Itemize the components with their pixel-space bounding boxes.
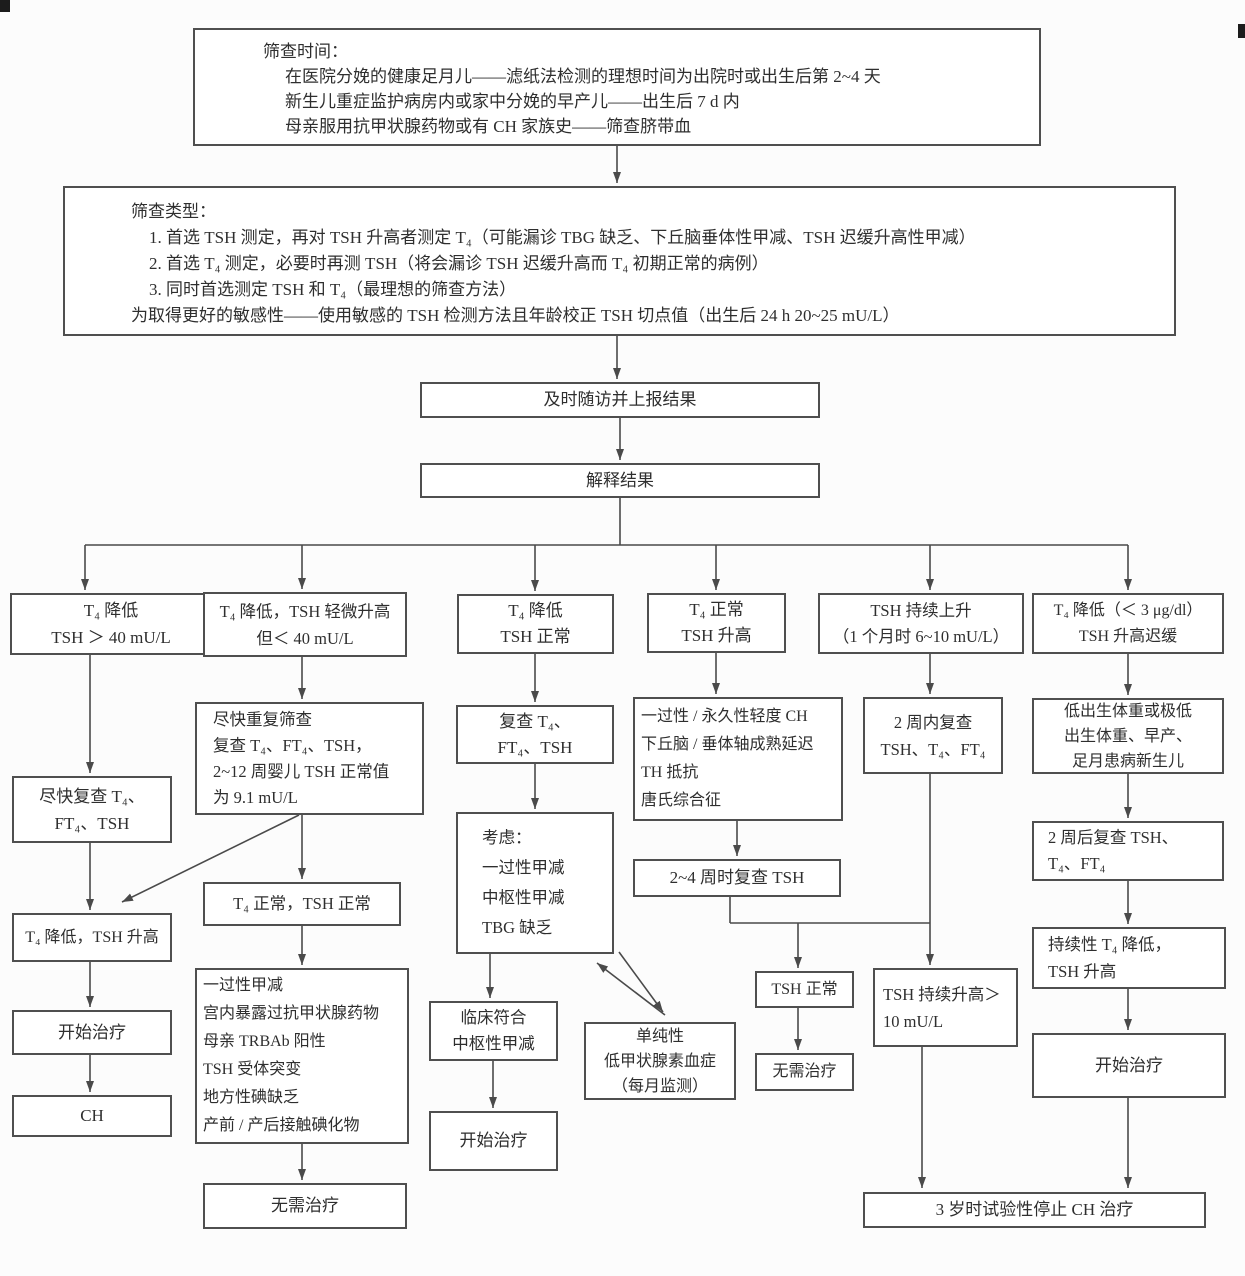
box-b4-header: T₄ 正常 TSH 升高 — [647, 593, 786, 653]
box-b1-start-treatment: 开始治疗 — [12, 1010, 172, 1055]
box-b1-recheck: 尽快复查 T₄、 FT₄、TSH — [12, 776, 172, 843]
box-b5-recheck: 2 周内复查 TSH、T₄、FT₄ — [863, 697, 1003, 774]
branch2-arrows — [121, 657, 306, 1180]
box-interpret-results: 解释结果 — [420, 463, 820, 498]
box-b2-header: T₄ 降低，TSH 轻微升高 但＜ 40 mU/L — [203, 592, 407, 657]
box-b5-tsh-normal: TSH 正常 — [755, 971, 854, 1008]
main-flow-arrows — [81, 146, 1132, 591]
box-b5-tsh-persist-high: TSH 持续升高＞ 10 mU/L — [873, 968, 1018, 1047]
box-b1-header: T₄ 降低 TSH ＞ 40 mU/L — [10, 593, 212, 655]
branch3-arrows — [486, 654, 666, 1108]
box-b5-no-treatment: 无需治疗 — [755, 1053, 854, 1091]
scan-artifact — [1238, 24, 1245, 38]
box-b6-low-birth-weight: 低出生体重或极低 出生体重、早产、 足月患病新生儿 — [1032, 698, 1224, 774]
box-b6-recheck: 2 周后复查 TSH、 T₄、FT₄ — [1032, 821, 1224, 881]
box-followup-report: 及时随访并上报结果 — [420, 382, 820, 418]
box-b2-no-treatment: 无需治疗 — [203, 1183, 407, 1229]
box-b6-header: T₄ 降低（＜ 3 μg/dl） TSH 升高迟缓 — [1032, 593, 1224, 654]
branch5-arrows — [918, 654, 934, 1188]
box-b3-clinical-central: 临床符合 中枢性甲减 — [429, 1001, 558, 1061]
box-b6-persistent: 持续性 T₄ 降低， TSH 升高 — [1032, 927, 1226, 989]
box-b4-causes: 一过性 / 永久性轻度 CH 下丘脑 / 垂体轴成熟延迟 TH 抵抗 唐氏综合征 — [633, 697, 843, 821]
scan-artifact — [0, 0, 10, 12]
box-b2-normal: T₄ 正常，TSH 正常 — [203, 882, 401, 926]
box-stop-ch-treatment: 3 岁时试验性停止 CH 治疗 — [863, 1192, 1206, 1228]
box-isolated-hypothyroxinemia: 单纯性 低甲状腺素血症 （每月监测） — [584, 1022, 736, 1100]
box-screening-time: 筛查时间： 在医院分娩的健康足月儿——滤纸法检测的理想时间为出院时或出生后第 2… — [193, 28, 1041, 146]
box-b1-t4low-tsh-high: T₄ 降低，TSH 升高 — [12, 913, 172, 962]
box-b3-consider: 考虑： 一过性甲减 中枢性甲减 TBG 缺乏 — [456, 812, 614, 954]
box-b5-header: TSH 持续上升 （1 个月时 6~10 mU/L） — [818, 593, 1024, 654]
box-b3-recheck: 复查 T₄、 FT₄、TSH — [456, 705, 614, 764]
box-b2-causes: 一过性甲减 宫内暴露过抗甲状腺药物 母亲 TRBAb 阳性 TSH 受体突变 地… — [195, 968, 409, 1144]
box-screening-type: 筛查类型： 1. 首选 TSH 测定，再对 TSH 升高者测定 T₄（可能漏诊 … — [63, 186, 1176, 336]
box-b4-recheck-tsh: 2~4 周时复查 TSH — [633, 859, 841, 897]
box-b1-ch: CH — [12, 1095, 172, 1137]
branch4-arrows — [712, 653, 930, 1050]
box-b3-start-treatment: 开始治疗 — [429, 1111, 558, 1171]
box-b2-rescreen: 尽快重复筛查 复查 T₄、FT₄、TSH， 2~12 周婴儿 TSH 正常值 为… — [195, 702, 424, 815]
box-b6-start-treatment: 开始治疗 — [1032, 1033, 1226, 1098]
box-b3-header: T₄ 降低 TSH 正常 — [457, 594, 614, 654]
